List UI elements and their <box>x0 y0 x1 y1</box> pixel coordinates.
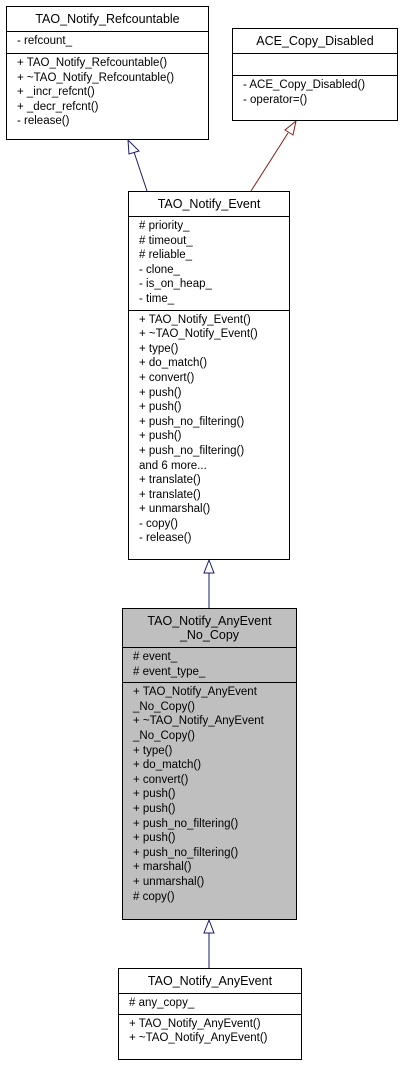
attribute: # priority_ <box>139 220 190 232</box>
operation: + do_match() <box>133 759 202 772</box>
class-title-line: _No_Copy <box>179 628 240 642</box>
attributes-section: # priority_ # timeout_ # reliable_- clone_… <box>129 216 289 310</box>
operation: + push() <box>133 788 176 801</box>
arrowhead-no-copy <box>203 918 215 934</box>
operation: + push_no_filtering() <box>133 817 239 830</box>
attribute: # timeout_ <box>139 234 193 247</box>
class-title: ACE_Copy_Disabled <box>233 29 397 53</box>
operation: + TAO_Notify_Event() <box>139 313 251 326</box>
operation: + TAO_Notify_AnyEvent() <box>129 1017 261 1030</box>
operations-section: + TAO_Notify_Event() + ~TAO_Notify_Event(… <box>129 309 289 550</box>
class-title: TAO_Notify_Refcountable <box>7 7 208 31</box>
operations-section: - ACE_Copy_Disabled() - operator=() <box>233 75 397 110</box>
operation: + _incr_refcnt() <box>17 86 95 99</box>
operation: + unmarshal() <box>139 503 211 516</box>
operation: + translate() <box>139 474 201 487</box>
operation: - copy() <box>139 517 178 530</box>
edge-event-to-refcountable <box>133 151 148 192</box>
class-tao-notify-anyevent-no-copy[interactable]: TAO_Notify_AnyEvent_No_Copy# event_# eve… <box>122 608 297 920</box>
operation: - release() <box>139 532 192 545</box>
class-title-line: TAO_Notify_AnyEvent <box>147 974 273 988</box>
operation: + ~TAO_Notify_AnyEvent() <box>129 1032 268 1045</box>
operation: + push_no_filtering() <box>139 415 245 428</box>
operation: - release() <box>17 115 70 128</box>
operation: + push() <box>139 401 182 414</box>
attribute: # reliable_ <box>139 249 193 262</box>
class-tao-notify-anyevent[interactable]: TAO_Notify_AnyEvent # any_copy_ + TAO_Noti… <box>118 968 302 1060</box>
operation: + push_no_filtering() <box>139 444 245 457</box>
class-tao-notify-event[interactable]: TAO_Notify_Event # priority_ # timeout_ # r… <box>128 191 290 560</box>
operation: + ~TAO_Notify_Refcountable() <box>17 71 175 84</box>
attribute: - clone_ <box>139 263 180 276</box>
operation: + push() <box>139 386 182 399</box>
edge-event-to-copy-disabled <box>250 132 289 192</box>
operation: + type() <box>139 342 179 355</box>
arrowhead-refcountable <box>127 138 140 155</box>
attribute: - time_ <box>139 292 175 305</box>
attribute: # event_type_ <box>133 665 206 678</box>
operation: + type() <box>133 744 173 757</box>
operation: - ACE_Copy_Disabled() <box>243 79 366 91</box>
operations-section: + TAO_Notify_AnyEvent_No_Copy()+ ~TAO_No… <box>123 682 296 907</box>
operation: + push() <box>139 430 182 443</box>
operation: + convert() <box>133 773 189 786</box>
class-title-section: TAO_Notify_Event <box>129 192 289 216</box>
attributes-section: # event_ # event_type_ <box>123 647 296 682</box>
operation: + translate() <box>139 488 201 501</box>
operations-section: + TAO_Notify_AnyEvent() + ~TAO_Notify_Any… <box>119 1013 301 1049</box>
class-title-line: TAO_Notify_Refcountable <box>35 12 180 26</box>
operation: - operator=() <box>243 93 308 106</box>
operations-section: + TAO_Notify_Refcountable() + ~TAO_Notify… <box>7 53 208 132</box>
class-tao-notify-refcountable[interactable]: TAO_Notify_Refcountable - refcount_ + TAO_… <box>6 6 209 140</box>
operation: + push() <box>133 832 176 845</box>
operation: + TAO_Notify_AnyEvent <box>133 686 257 699</box>
operation: and 6 more... <box>139 459 207 472</box>
operation: + do_match() <box>139 357 208 370</box>
attributes-section: - refcount_ <box>7 31 208 53</box>
attribute: - refcount_ <box>17 35 72 47</box>
class-title-line: TAO_Notify_AnyEvent <box>147 614 272 628</box>
operation: _No_Copy() <box>133 700 195 713</box>
class-title-section: TAO_Notify_AnyEvent <box>119 969 301 993</box>
operation: + unmarshal() <box>133 875 205 888</box>
attribute: # event_ <box>133 651 178 663</box>
attribute: # any_copy_ <box>129 997 195 1009</box>
operation: _No_Copy() <box>133 729 195 742</box>
operation: + convert() <box>139 371 195 384</box>
operation: + _decr_refcnt() <box>17 100 99 113</box>
operation: + ~TAO_Notify_Event() <box>139 328 258 341</box>
operation: + TAO_Notify_Refcountable() <box>17 57 168 69</box>
attributes-section <box>233 53 397 75</box>
class-title-section: TAO_Notify_AnyEvent_No_Copy <box>123 609 296 647</box>
class-title: TAO_Notify_AnyEvent <box>119 969 301 993</box>
class-title-line: TAO_Notify_Event <box>157 197 261 211</box>
operation: + push() <box>133 802 176 815</box>
class-title-line: ACE_Copy_Disabled <box>256 34 374 48</box>
class-title-section: ACE_Copy_Disabled <box>233 29 397 53</box>
class-title: TAO_Notify_AnyEvent_No_Copy <box>123 609 296 647</box>
class-ace-copy-disabled[interactable]: ACE_Copy_Disabled- ACE_Copy_Disabled()- … <box>232 28 398 121</box>
attributes-section: # any_copy_ <box>119 993 301 1014</box>
class-title: TAO_Notify_Event <box>129 192 289 216</box>
arrowhead-event <box>203 558 215 574</box>
operation: # copy() <box>133 890 175 903</box>
arrowhead-copy-disabled <box>284 119 297 136</box>
operation: + push_no_filtering() <box>133 846 239 859</box>
attribute: - is_on_heap_ <box>139 278 212 291</box>
class-title-section: TAO_Notify_Refcountable <box>7 7 208 31</box>
operation: + ~TAO_Notify_AnyEvent <box>133 715 264 728</box>
operation: + marshal() <box>133 861 192 874</box>
